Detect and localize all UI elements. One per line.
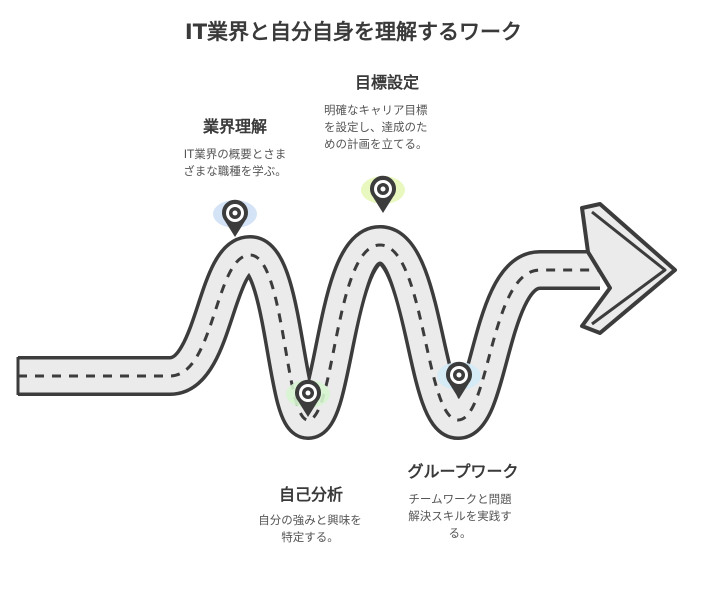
road-center-dashes xyxy=(18,243,610,422)
desc-line: 特定する。 xyxy=(281,530,339,544)
desc-line: ざまな職種を学ぶ。 xyxy=(183,164,287,178)
diagram-title: IT業界と自分自身を理解するワーク xyxy=(184,20,523,44)
desc-line: る。 xyxy=(448,526,472,540)
step-heading-goal-setting: 目標設定 xyxy=(354,73,419,92)
step-desc-goal-setting: 明確なキャリア目標 を設定し、達成のた めの計画を立てる。 xyxy=(324,102,474,153)
step-desc-industry: IT業界の概要とさま ざまな職種を学ぶ。 xyxy=(162,146,308,180)
arrow-head-icon xyxy=(580,202,677,335)
map-pin-icon xyxy=(361,175,405,213)
desc-line: 明確なキャリア目標 xyxy=(324,103,428,117)
step-heading-self-analysis: 自己分析 xyxy=(278,485,343,504)
step-desc-self-analysis: 自分の強みと興味を 特定する。 xyxy=(236,512,384,546)
step-heading-industry: 業界理解 xyxy=(202,117,267,136)
desc-line: チームワークと問題 xyxy=(408,492,512,506)
step-desc-group-work: チームワークと問題 解決スキルを実践す る。 xyxy=(386,491,534,542)
step-heading-group-work: グループワーク xyxy=(407,462,519,481)
desc-line: めの計画を立てる。 xyxy=(324,137,428,151)
desc-line: 解決スキルを実践す xyxy=(408,509,512,523)
desc-line: 自分の強みと興味を xyxy=(258,513,362,527)
map-pin-icon xyxy=(286,379,330,417)
map-pin-icon xyxy=(437,361,481,399)
desc-line: IT業界の概要とさま xyxy=(183,147,287,161)
desc-line: を設定し、達成のた xyxy=(324,120,428,134)
map-pin-icon xyxy=(213,199,257,237)
